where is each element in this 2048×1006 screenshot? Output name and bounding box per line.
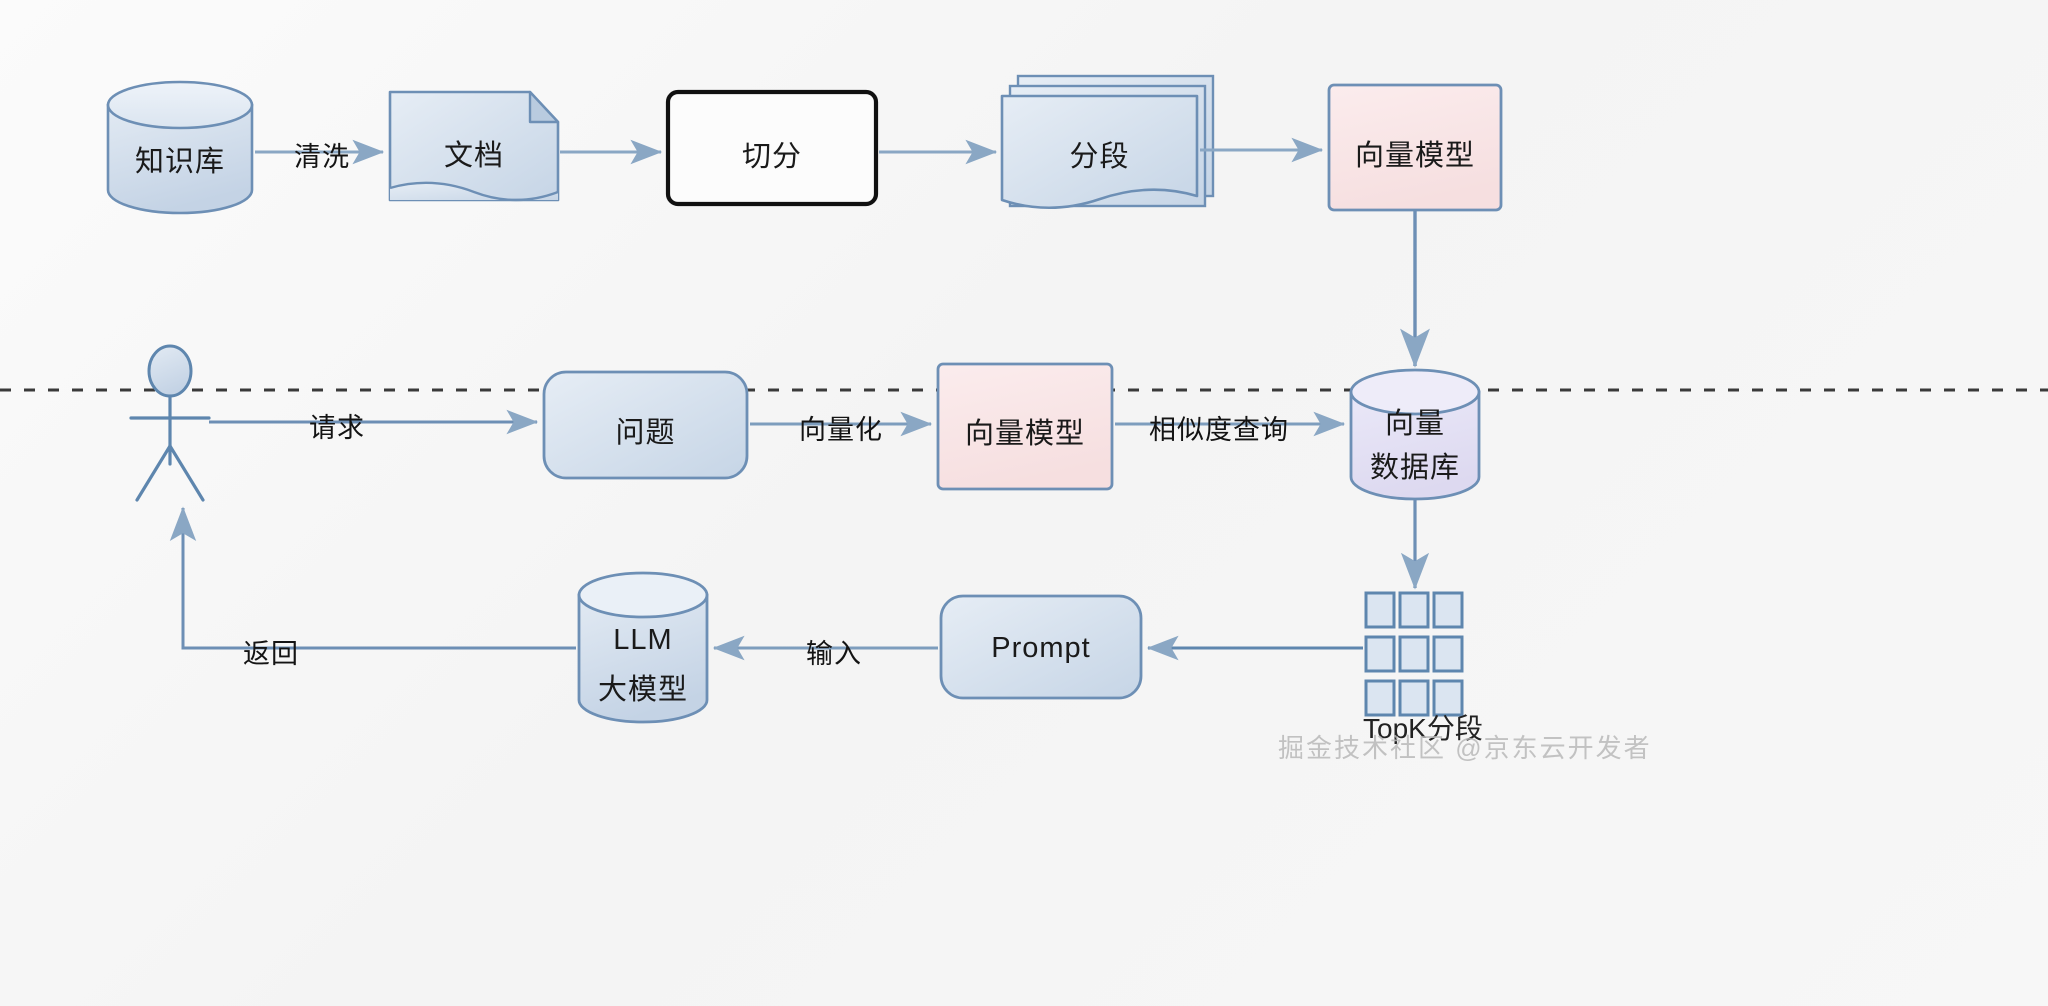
topk-grid-caption: TopK分段	[1363, 713, 1483, 744]
edge-label-return: 返回	[243, 639, 299, 669]
llm-shape	[577, 571, 709, 724]
embedding-model-bottom-shape	[936, 362, 1114, 491]
edge-label-clean: 清洗	[294, 142, 350, 172]
edge-label-vectorize: 向量化	[799, 415, 883, 445]
user-actor-shape	[129, 344, 211, 502]
embedding-model-top-shape	[1327, 83, 1503, 212]
watermark-text: 掘金技术社区 @京东云开发者	[1278, 733, 1652, 763]
document-shape	[388, 90, 560, 202]
knowledge-base-shape	[106, 80, 254, 215]
segments-shape	[1000, 74, 1215, 210]
topk-grid-shape	[1364, 591, 1464, 717]
edge-label-similarity-query: 相似度查询	[1149, 415, 1289, 445]
prompt-shape	[939, 594, 1143, 700]
question-shape	[542, 370, 749, 480]
edge-label-input: 输入	[806, 639, 862, 669]
edge-label-request: 请求	[309, 413, 365, 443]
vector-database-shape	[1349, 368, 1481, 501]
edge-llm-to-actor	[169, 506, 576, 650]
split-shape	[665, 89, 879, 207]
